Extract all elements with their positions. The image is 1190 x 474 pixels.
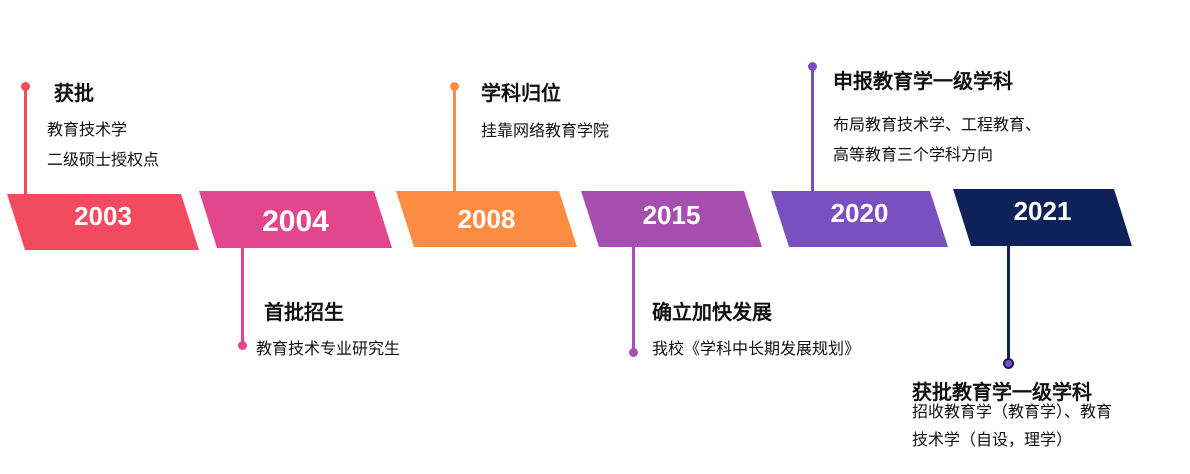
desc-line: 我校《学科中长期发展规划》	[652, 339, 861, 358]
milestone-desc-2004: 教育技术专业研究生	[256, 334, 400, 364]
milestone-title-2020: 申报教育学一级学科	[833, 69, 1013, 93]
connector-dot-2003	[21, 82, 30, 91]
desc-line: 教育技术学	[47, 120, 128, 139]
year-label: 2004	[262, 204, 329, 238]
milestone-title-2008: 学科归位	[481, 81, 561, 105]
year-band-2008: 2008	[396, 191, 577, 247]
desc-line: 二级硕士授权点	[47, 150, 160, 169]
year-band-2020: 2020	[771, 191, 948, 247]
desc-line: 教育技术专业研究生	[256, 339, 401, 358]
desc-line: 布局教育技术学、工程教育、	[833, 115, 1042, 134]
connector-line-2020	[811, 68, 814, 191]
connector-line-2008	[453, 87, 456, 191]
milestone-desc-2015: 我校《学科中长期发展规划》	[652, 334, 860, 364]
year-label: 2015	[642, 199, 701, 230]
milestone-desc-2003: 教育技术学 二级硕士授权点	[47, 115, 159, 175]
year-label: 2008	[457, 203, 516, 234]
connector-dot-2020	[808, 62, 817, 71]
connector-line-2021	[1007, 246, 1010, 361]
desc-line: 招收教育学（教育学）、教育	[912, 402, 1113, 421]
milestone-title-2021: 获批教育学一级学科	[912, 380, 1092, 404]
milestone-title-2003: 获批	[54, 81, 94, 105]
desc-line: 高等教育三个学科方向	[833, 145, 994, 164]
connector-line-2003	[24, 86, 27, 194]
milestone-desc-2020: 布局教育技术学、工程教育、 高等教育三个学科方向	[833, 110, 1041, 170]
milestone-desc-2021: 招收教育学（教育学）、教育 技术学（自设，理学）	[912, 398, 1112, 454]
desc-line: 技术学（自设，理学）	[912, 430, 1073, 449]
year-label: 2003	[74, 200, 132, 231]
desc-line: 挂靠网络教育学院	[481, 121, 610, 140]
year-band-2004: 2004	[199, 191, 392, 248]
milestone-title-2015: 确立加快发展	[652, 300, 772, 324]
connector-dot-2008	[450, 82, 459, 91]
milestone-desc-2008: 挂靠网络教育学院	[481, 116, 609, 146]
year-label: 2020	[830, 197, 889, 228]
connector-dot-2004	[238, 341, 247, 350]
connector-dot-2021	[1003, 358, 1014, 369]
year-band-2015: 2015	[581, 191, 762, 247]
year-band-2003: 2003	[7, 194, 199, 250]
connector-dot-2015	[629, 348, 638, 357]
connector-line-2015	[632, 247, 635, 353]
year-band-2021: 2021	[953, 189, 1132, 246]
year-label: 2021	[1013, 196, 1072, 226]
connector-line-2004	[241, 248, 244, 345]
milestone-title-2004: 首批招生	[264, 300, 344, 324]
